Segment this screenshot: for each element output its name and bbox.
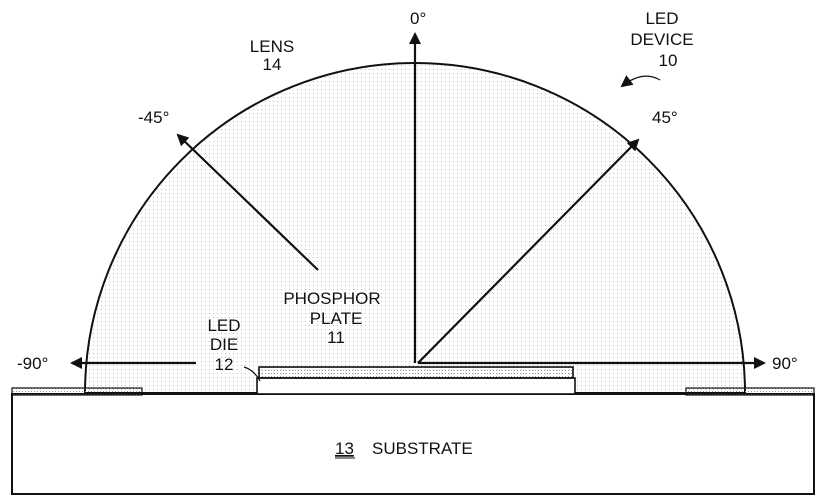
right-contact-pad [685, 387, 815, 396]
arrow-minus-45-deg [176, 133, 319, 271]
angle-label-minus-90: -90° [17, 354, 48, 373]
lens-number: 14 [263, 55, 282, 74]
led-device-number: 10 [659, 51, 678, 70]
phosphor-plate-label-line2: PLATE [310, 309, 363, 328]
angle-label-45: 45° [652, 108, 678, 127]
angle-label-0: 0° [410, 9, 426, 28]
substrate-block [11, 393, 815, 495]
phosphor-plate [258, 366, 574, 379]
led-die [256, 377, 576, 395]
angle-label-minus-45: -45° [138, 108, 169, 127]
lens-label: LENS [250, 37, 294, 56]
led-die-label-line1: LED [207, 316, 240, 335]
angle-label-90: 90° [772, 354, 798, 373]
phosphor-plate-number: 11 [327, 328, 345, 347]
led-device-label-line1: LED [645, 9, 678, 28]
led-device-label-line2: DEVICE [630, 30, 693, 49]
left-contact-pad [11, 387, 143, 396]
substrate-label: SUBSTRATE [372, 439, 473, 458]
led-die-number: 12 [215, 355, 234, 374]
led-die-label-line2: DIE [210, 335, 238, 354]
substrate-number: 13 [335, 439, 354, 458]
arrow-45-deg [417, 138, 640, 364]
phosphor-plate-label-line1: PHOSPHOR [283, 289, 380, 308]
led-die-leader [243, 366, 261, 382]
led-device-leader [620, 75, 661, 88]
